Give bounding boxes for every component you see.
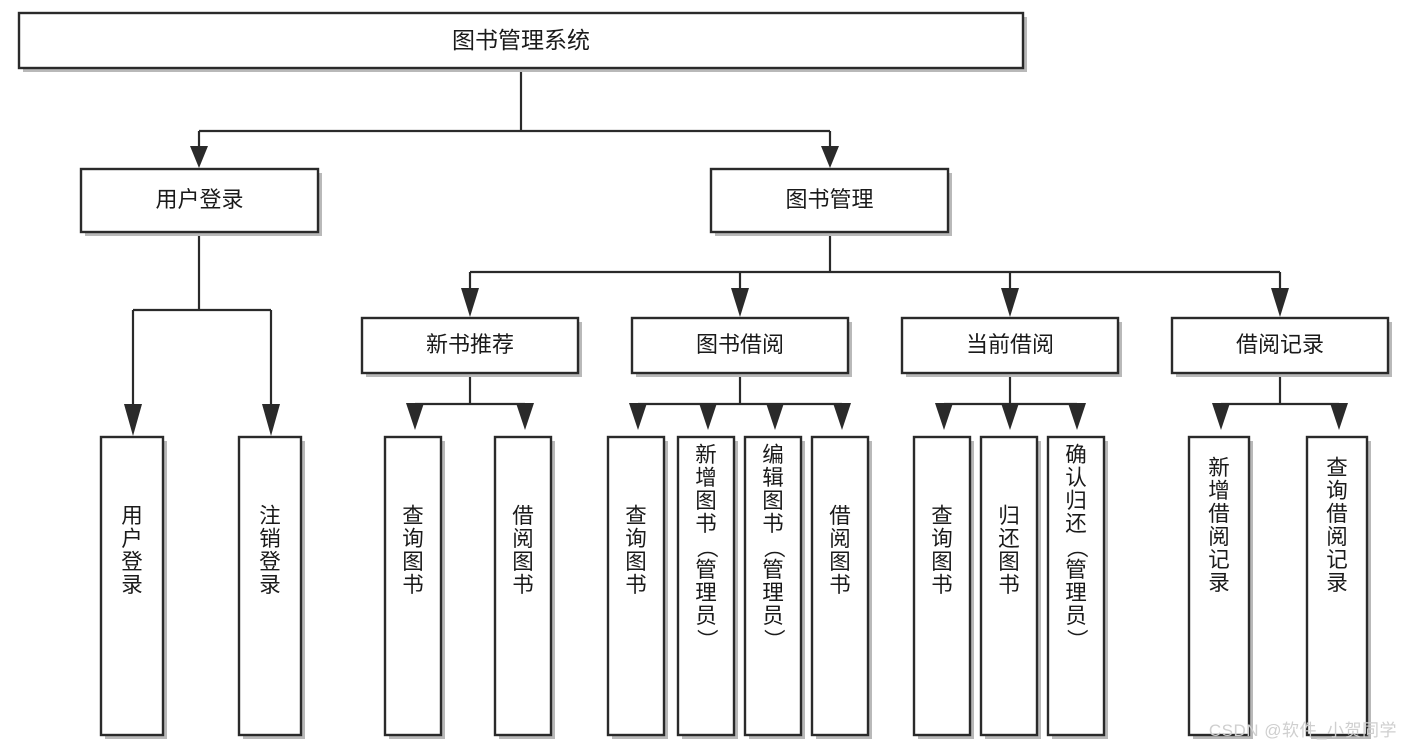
connector-group-borrow-record <box>1212 373 1348 430</box>
arrow-bookmanage-to-book-borrow <box>731 288 749 317</box>
node-book-management[interactable]: 图书管理 <box>709 167 952 236</box>
connector-group-user-login <box>124 232 280 436</box>
node-label-new-book-recommend: 新书推荐 <box>426 332 514 357</box>
connector-group-new-book-recommend <box>406 373 534 430</box>
node-borrow-record[interactable]: 借阅记录 <box>1170 316 1392 377</box>
leaf-borrow-record-2[interactable] <box>1305 435 1371 739</box>
arrow-userlogin-leaf-1 <box>124 404 142 436</box>
leaf-book-borrow-4[interactable] <box>810 435 872 739</box>
arrow-borrowrecord-leaf-1 <box>1212 403 1230 430</box>
leaf-book-borrow-3[interactable] <box>743 435 805 739</box>
node-label-book-management: 图书管理 <box>785 187 873 212</box>
node-label-user-login: 用户登录 <box>155 187 243 212</box>
node-book-borrow[interactable]: 图书借阅 <box>630 316 852 377</box>
node-label-borrow-record: 借阅记录 <box>1236 332 1324 357</box>
arrow-root-to-user-login <box>190 146 208 168</box>
arrow-userlogin-leaf-2 <box>262 404 280 436</box>
node-label-root: 图书管理系统 <box>452 27 590 53</box>
arrow-currentborrow-leaf-2 <box>1001 403 1019 430</box>
arrow-root-to-book-manage <box>821 146 839 168</box>
arrow-currentborrow-leaf-1 <box>935 403 953 430</box>
node-label-book-borrow: 图书借阅 <box>696 332 784 357</box>
arrow-newbook-leaf-2 <box>516 403 534 430</box>
arrow-newbook-leaf-1 <box>406 403 424 430</box>
connector-group-current-borrow <box>935 373 1086 430</box>
arrow-bookmanage-to-borrow-record <box>1271 288 1289 317</box>
leaf-book-borrow-1[interactable] <box>606 435 668 739</box>
connector-group-book-borrow <box>629 373 851 430</box>
arrow-borrowrecord-leaf-2 <box>1330 403 1348 430</box>
arrow-bookborrow-leaf-2 <box>699 403 717 430</box>
leaf-current-borrow-3[interactable] <box>1046 435 1108 739</box>
leaf-book-borrow-2[interactable] <box>676 435 738 739</box>
arrow-currentborrow-leaf-3 <box>1068 403 1086 430</box>
arrow-bookmanage-to-current-borrow <box>1001 288 1019 317</box>
arrow-bookmanage-to-new-book <box>461 288 479 317</box>
node-user-login[interactable]: 用户登录 <box>79 167 322 236</box>
leaf-user-login-2[interactable] <box>237 435 305 739</box>
arrow-bookborrow-leaf-1 <box>629 403 647 430</box>
connector-group-book-manage <box>461 232 1289 317</box>
connector-group-root <box>190 68 839 168</box>
node-root-book-management-system[interactable]: 图书管理系统 <box>17 11 1027 72</box>
leaf-new-book-2[interactable] <box>493 435 555 739</box>
leaf-current-borrow-1[interactable] <box>912 435 974 739</box>
node-current-borrow[interactable]: 当前借阅 <box>900 316 1122 377</box>
csdn-watermark: CSDN @软件_小贺同学 <box>1208 721 1397 740</box>
leaf-current-borrow-2[interactable] <box>979 435 1041 739</box>
leaf-user-login-1[interactable] <box>99 435 167 739</box>
node-label-current-borrow: 当前借阅 <box>966 332 1054 357</box>
arrow-bookborrow-leaf-3 <box>766 403 784 430</box>
node-new-book-recommend[interactable]: 新书推荐 <box>360 316 582 377</box>
arrow-bookborrow-leaf-4 <box>833 403 851 430</box>
leaf-new-book-1[interactable] <box>383 435 445 739</box>
leaf-borrow-record-1[interactable] <box>1187 435 1253 739</box>
